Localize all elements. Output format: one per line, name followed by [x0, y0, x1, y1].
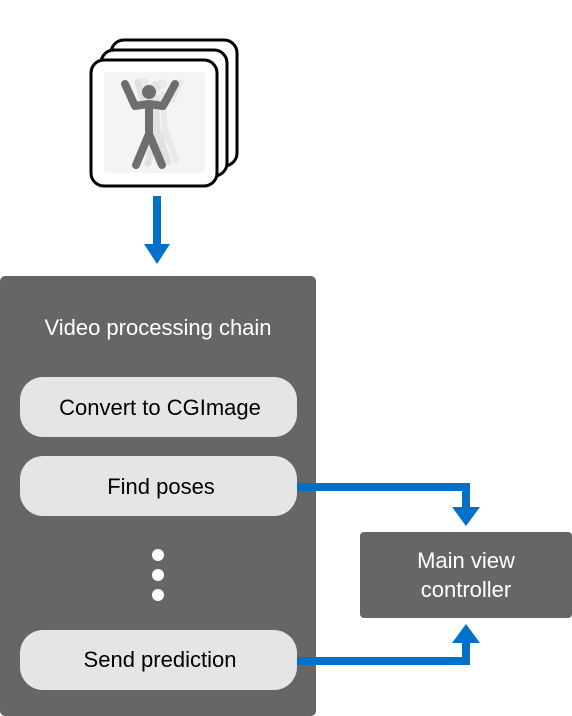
- step-find-poses-box[interactable]: [20, 456, 297, 516]
- person-figure-icon: [121, 80, 179, 169]
- send-prediction-to-controller-arrow: [297, 624, 480, 665]
- step-convert-label: Convert to CGImage: [59, 395, 261, 420]
- processing-chain-title: Video processing chain: [44, 315, 271, 340]
- step-convert-box[interactable]: [20, 377, 297, 437]
- main-view-controller-box[interactable]: [360, 532, 572, 618]
- step-send-prediction-box[interactable]: [20, 630, 297, 690]
- down-arrow: [144, 196, 170, 264]
- video-frames-stack-icon: [89, 38, 239, 188]
- step-find-poses-label: Find poses: [107, 474, 215, 499]
- step-send-prediction-label: Send prediction: [84, 647, 237, 672]
- find-poses-to-controller-arrow: [297, 483, 480, 526]
- main-view-controller-label-line1: Main view: [417, 548, 515, 573]
- vertical-ellipsis-icon: [152, 549, 164, 601]
- main-view-controller-label-line2: controller: [421, 577, 511, 602]
